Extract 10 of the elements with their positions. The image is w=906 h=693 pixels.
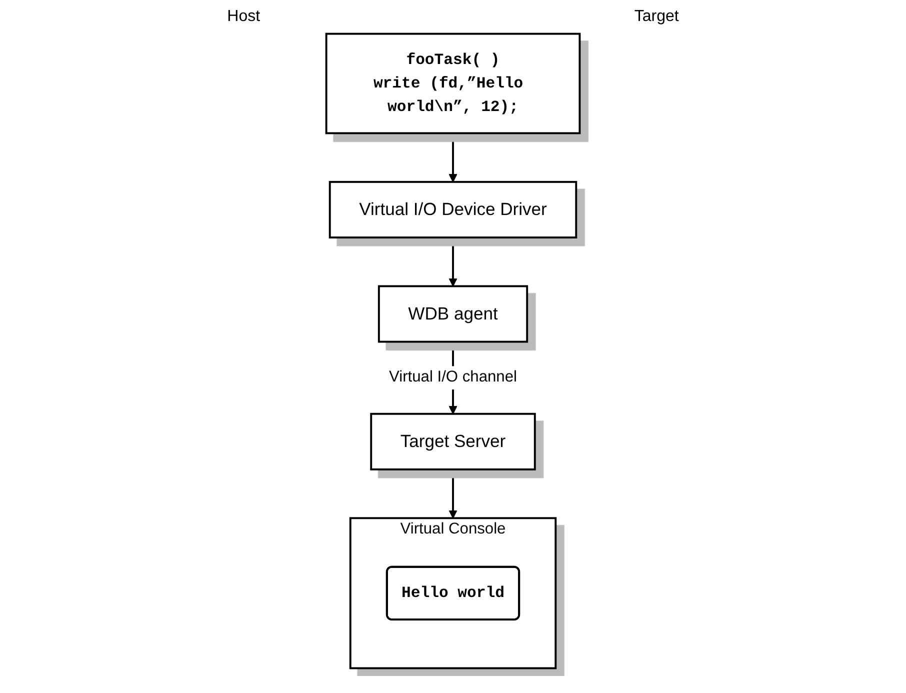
edge-label: Virtual I/O channel <box>389 369 517 386</box>
node-box: Virtual I/O Device Driver <box>328 180 578 238</box>
node-box: Target Server <box>370 412 536 470</box>
arrow <box>448 237 458 287</box>
column-heading: Target <box>634 8 679 26</box>
arrow <box>448 469 458 519</box>
arrow <box>448 133 458 182</box>
node-box: WDB agent <box>378 285 528 343</box>
column-heading: Host <box>227 8 260 26</box>
node-box: fooTask( ) write (fd,”Hello world\n”, 12); <box>325 32 581 134</box>
